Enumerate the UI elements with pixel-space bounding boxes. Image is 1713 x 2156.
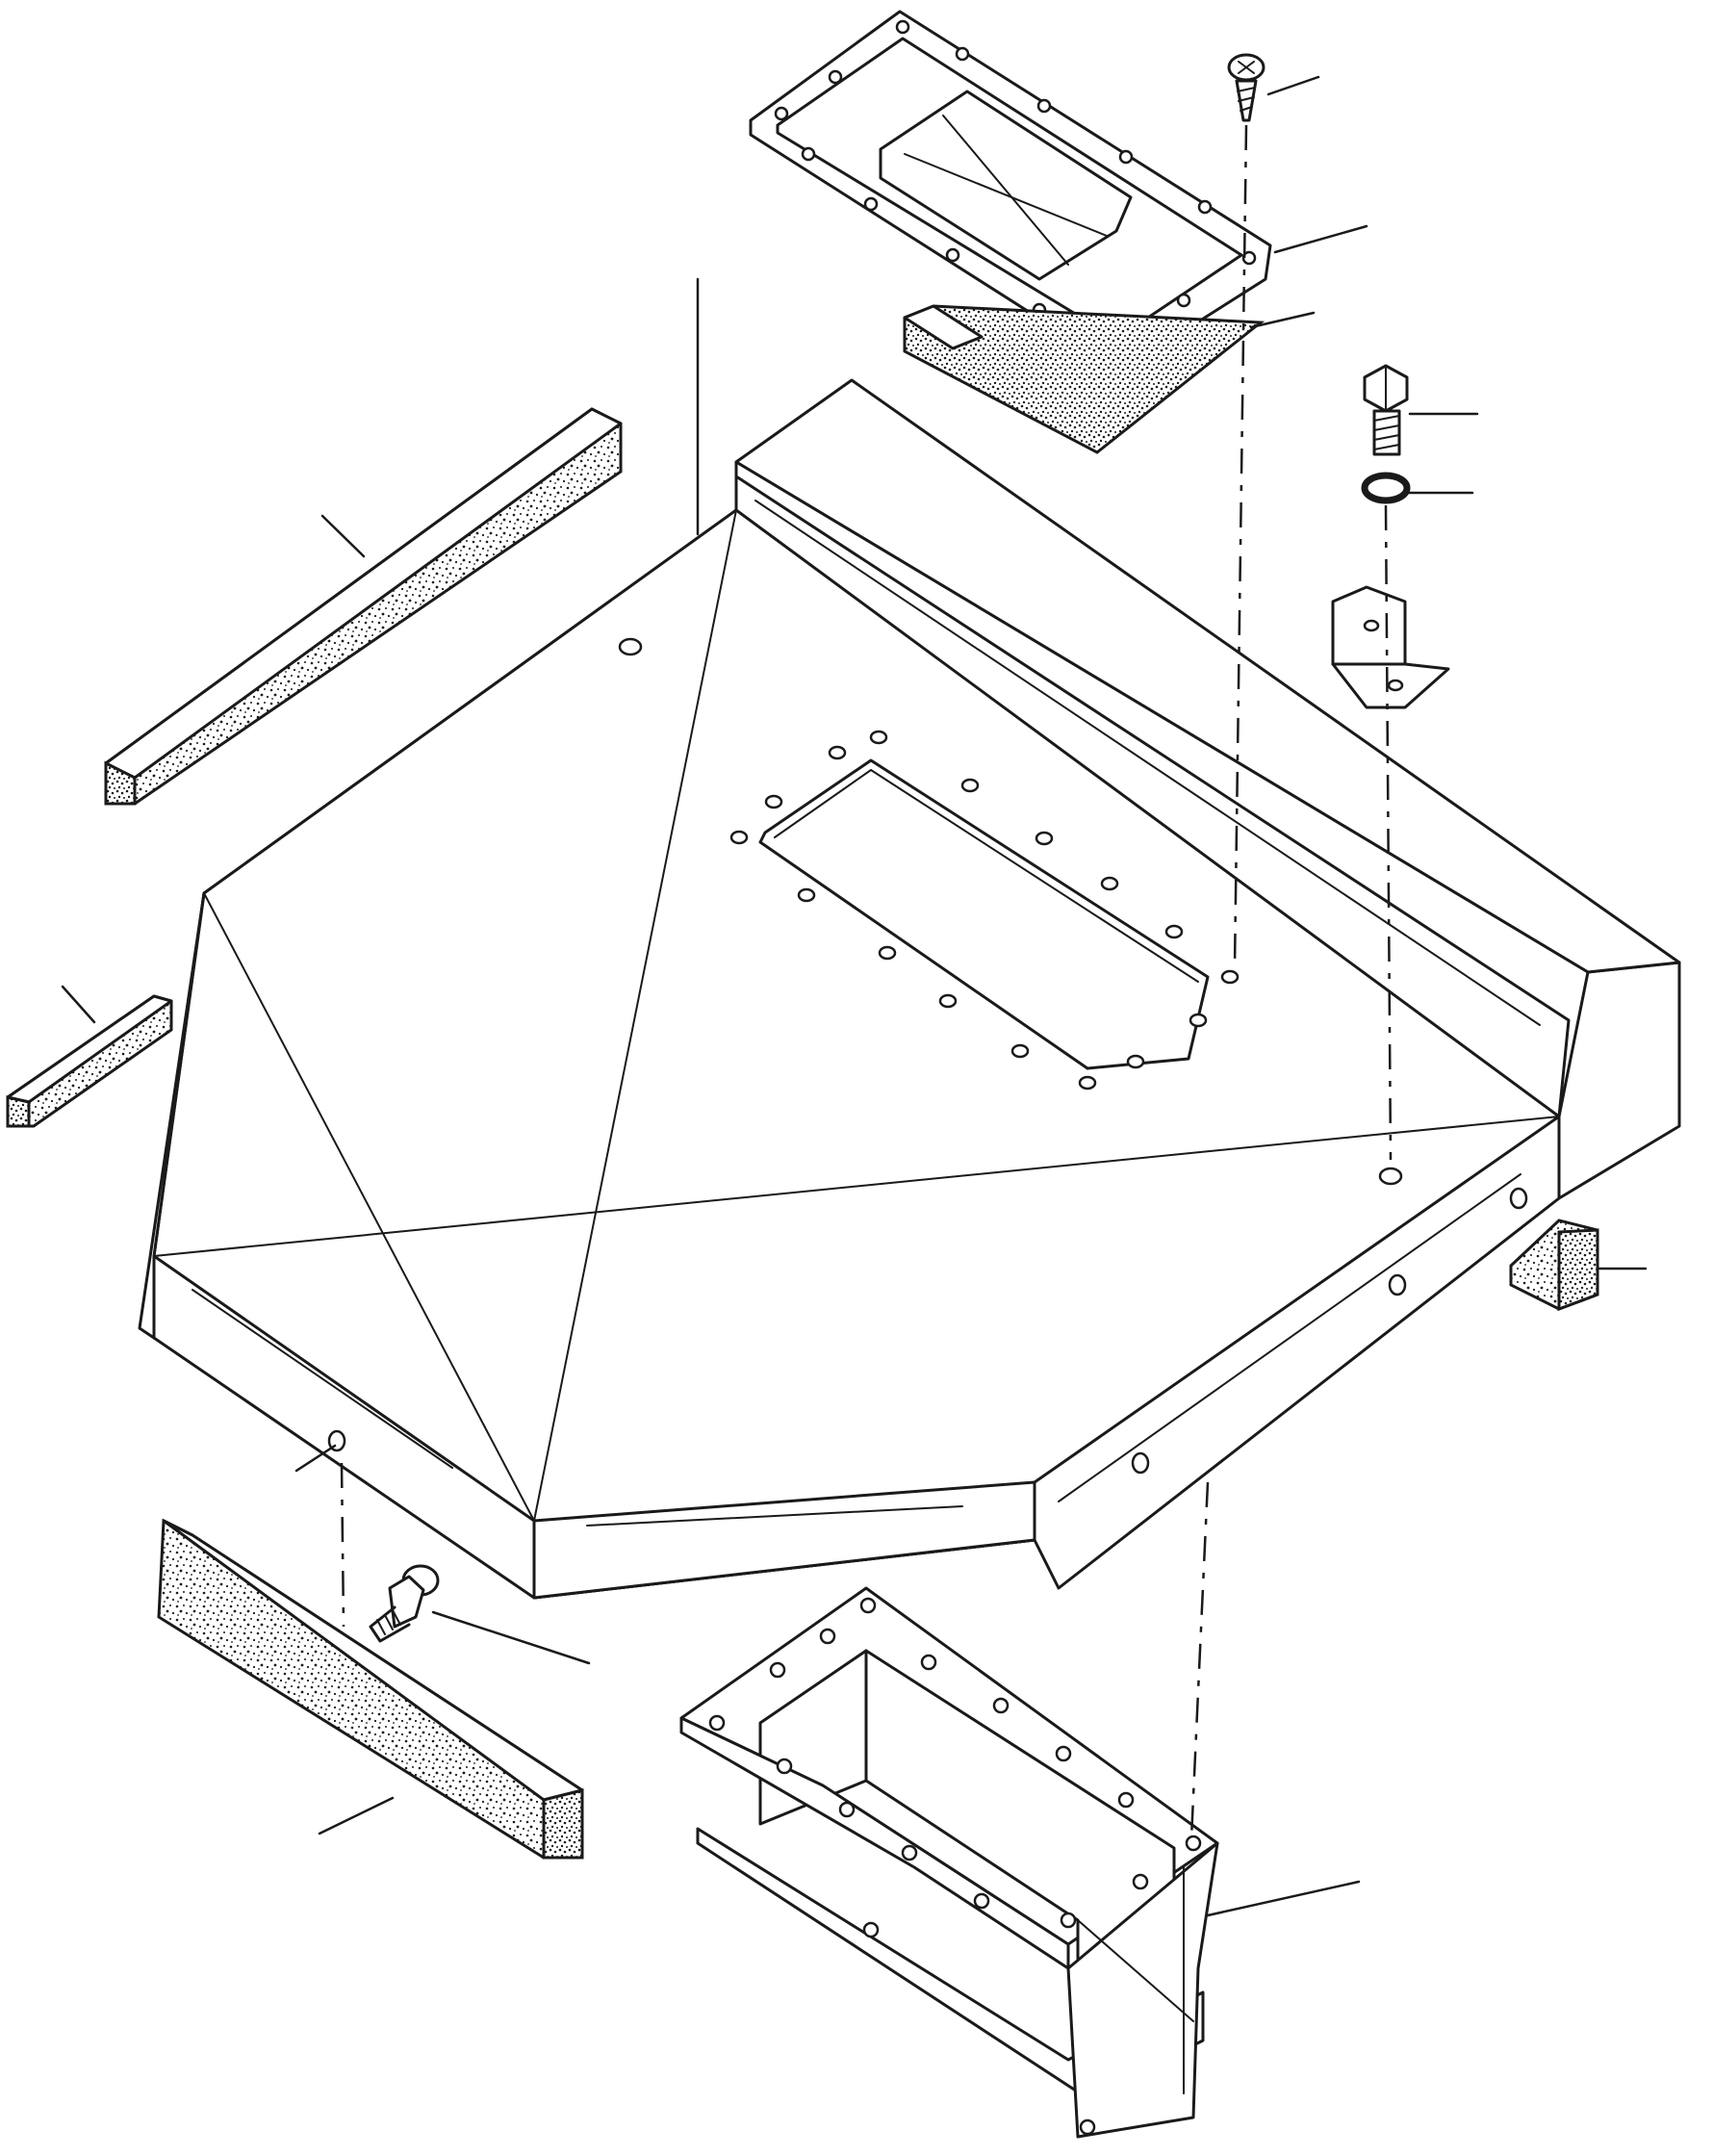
washer-icon <box>1361 472 1411 504</box>
access-cover-icon <box>749 10 1272 372</box>
flange-bolt-icon <box>369 1564 440 1643</box>
assembly-centerlines <box>340 124 1393 1839</box>
hex-bolt-icon <box>1363 364 1409 456</box>
screw-icon <box>1227 53 1266 122</box>
foam-strip-lower-left <box>157 1518 584 1860</box>
angle-bracket-icon <box>1331 585 1450 709</box>
callout-leaders <box>61 75 1648 1917</box>
duct-icon <box>679 1586 1219 2139</box>
foam-block-right <box>1509 1219 1599 1312</box>
foam-gasket-icon <box>903 304 1266 454</box>
hood-panel-icon <box>138 378 1681 1600</box>
foam-strip-upper-left <box>104 407 623 806</box>
foam-block-left <box>6 994 173 1128</box>
